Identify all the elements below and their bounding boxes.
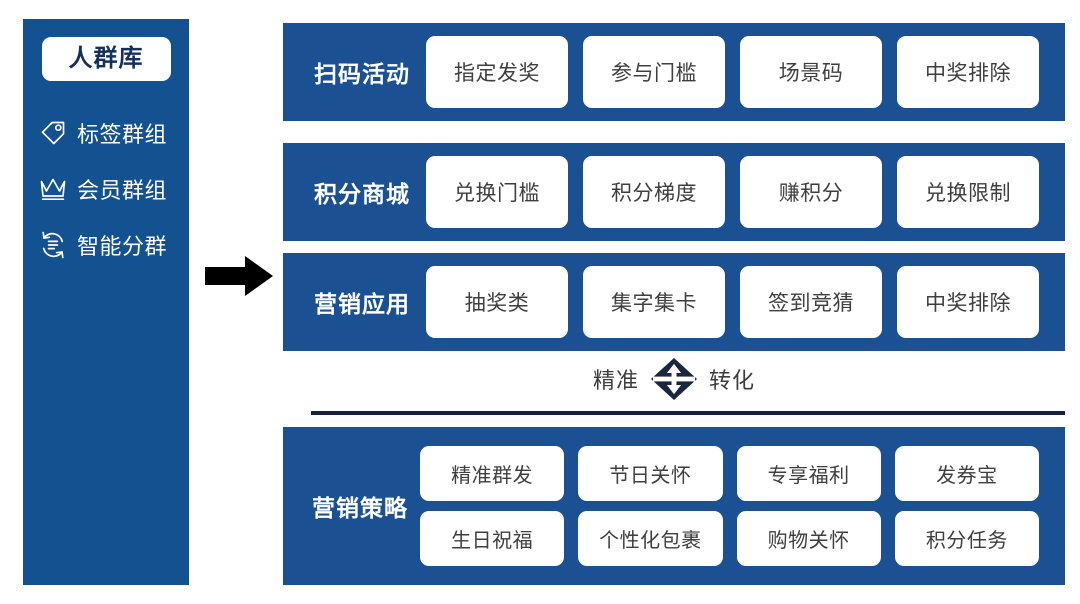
sidebar-item-tag-group[interactable]: 标签群组 (23, 105, 189, 161)
sidebar-badge-label: 人群库 (68, 45, 144, 72)
conversion-strip: 精准 转化 (283, 355, 1065, 403)
card-label: 节日关怀 (609, 465, 692, 487)
right-arrow-icon (205, 255, 275, 297)
panel-label: 营销策略 (312, 495, 408, 521)
card-item[interactable]: 指定发奖 (426, 36, 568, 108)
card-label: 集字集卡 (611, 292, 697, 315)
card-row: 指定发奖 参与门槛 场景码 中奖排除 (426, 36, 1039, 108)
card-item[interactable]: 专享福利 (736, 446, 881, 501)
card-label: 兑换门槛 (454, 182, 540, 205)
card-grid: 精准群发 节日关怀 专享福利 发券宝 生日祝福 个性化包裹 (420, 446, 1039, 566)
card-label: 精准群发 (451, 465, 534, 487)
card-label: 积分梯度 (611, 182, 697, 205)
card-label: 赚积分 (778, 182, 844, 205)
card-item[interactable]: 精准群发 (420, 446, 565, 501)
card-label: 中奖排除 (925, 292, 1011, 315)
smart-group-icon (38, 230, 68, 260)
card-item[interactable]: 积分任务 (894, 511, 1039, 566)
card-item[interactable]: 购物关怀 (736, 511, 881, 566)
tag-icon (38, 118, 68, 148)
card-item[interactable]: 兑换门槛 (426, 156, 568, 228)
card-label: 专享福利 (767, 465, 850, 487)
card-label: 指定发奖 (454, 62, 540, 85)
panel-marketing-application: 营销应用 抽奖类 集字集卡 签到竞猜 中奖排除 (283, 253, 1065, 351)
diamond-updown-arrow-icon (650, 357, 698, 401)
card-item[interactable]: 个性化包裹 (578, 511, 723, 566)
sidebar-item-smart-group[interactable]: 智能分群 (23, 217, 189, 273)
panel-scan-code-activity: 扫码活动 指定发奖 参与门槛 场景码 中奖排除 (283, 23, 1065, 121)
card-row: 生日祝福 个性化包裹 购物关怀 积分任务 (420, 511, 1039, 566)
card-label: 发券宝 (936, 465, 998, 487)
card-row: 抽奖类 集字集卡 签到竞猜 中奖排除 (426, 266, 1039, 338)
card-row: 兑换门槛 积分梯度 赚积分 兑换限制 (426, 156, 1039, 228)
panel-points-mall: 积分商城 兑换门槛 积分梯度 赚积分 兑换限制 (283, 143, 1065, 241)
card-row: 精准群发 节日关怀 专享福利 发券宝 (420, 446, 1039, 501)
panel-label: 积分商城 (314, 181, 410, 207)
card-label: 签到竞猜 (768, 292, 854, 315)
card-item[interactable]: 兑换限制 (897, 156, 1039, 228)
conversion-left-label: 精准 (592, 368, 639, 393)
sidebar-item-list: 标签群组 会员群组 (23, 105, 189, 273)
card-item[interactable]: 签到竞猜 (740, 266, 882, 338)
section-divider (311, 411, 1065, 415)
sidebar-item-member-group[interactable]: 会员群组 (23, 161, 189, 217)
card-item[interactable]: 积分梯度 (583, 156, 725, 228)
conversion-right-label: 转化 (709, 368, 756, 393)
card-label: 中奖排除 (925, 62, 1011, 85)
card-item[interactable]: 发券宝 (894, 446, 1039, 501)
crown-icon (38, 174, 68, 204)
card-label: 参与门槛 (611, 62, 697, 85)
card-label: 抽奖类 (464, 292, 530, 315)
card-item[interactable]: 场景码 (740, 36, 882, 108)
panel-label: 扫码活动 (314, 61, 410, 87)
card-item[interactable]: 抽奖类 (426, 266, 568, 338)
card-label: 购物关怀 (767, 530, 850, 552)
card-label: 个性化包裹 (599, 530, 702, 552)
card-item[interactable]: 参与门槛 (583, 36, 725, 108)
card-item[interactable]: 中奖排除 (897, 266, 1039, 338)
panel-label: 营销应用 (314, 291, 410, 317)
panel-marketing-strategy: 营销策略 精准群发 节日关怀 专享福利 发券宝 生日祝福 (283, 427, 1065, 585)
sidebar-badge: 人群库 (41, 37, 171, 81)
card-label: 场景码 (778, 62, 844, 85)
sidebar-item-label: 智能分群 (77, 234, 168, 259)
card-item[interactable]: 节日关怀 (578, 446, 723, 501)
card-label: 生日祝福 (451, 530, 534, 552)
sidebar-item-label: 标签群组 (77, 122, 168, 147)
card-item[interactable]: 中奖排除 (897, 36, 1039, 108)
audience-sidebar: 人群库 标签群组 会员群组 (23, 19, 189, 585)
card-label: 兑换限制 (925, 182, 1011, 205)
card-item[interactable]: 生日祝福 (420, 511, 565, 566)
card-item[interactable]: 赚积分 (740, 156, 882, 228)
card-label: 积分任务 (925, 530, 1008, 552)
sidebar-item-label: 会员群组 (77, 178, 168, 203)
card-item[interactable]: 集字集卡 (583, 266, 725, 338)
